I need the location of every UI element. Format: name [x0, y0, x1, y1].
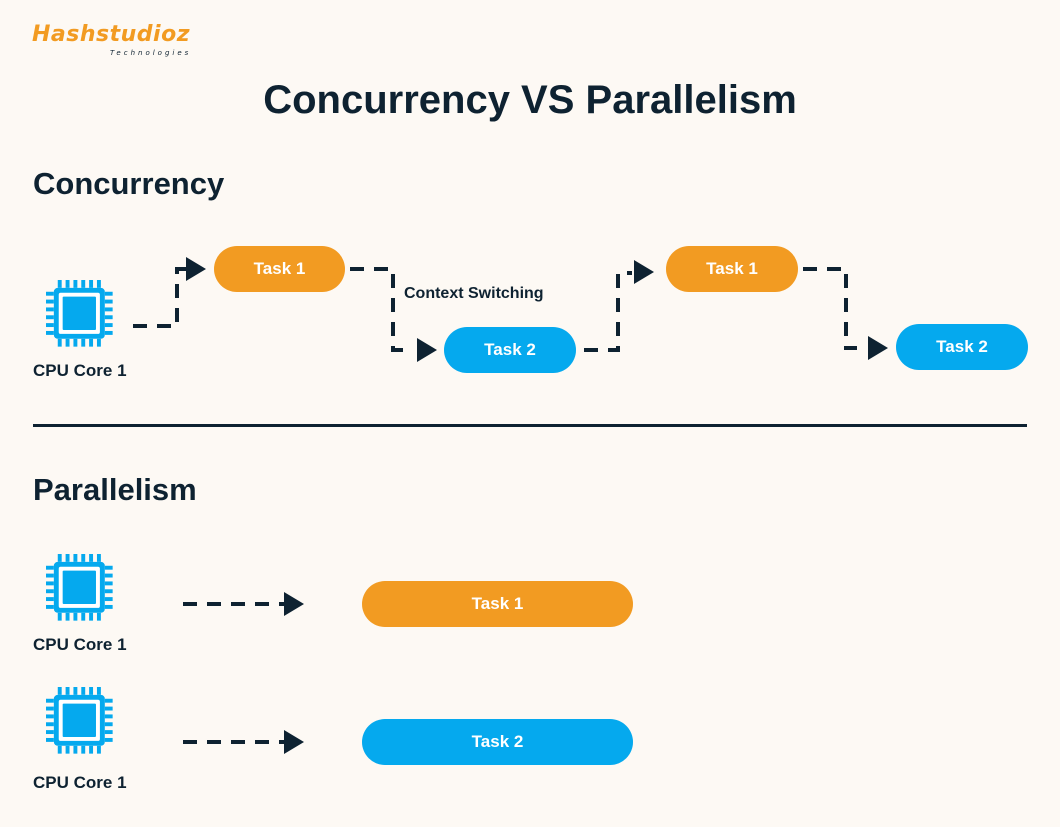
section-divider — [33, 424, 1027, 427]
cpu-core-label: CPU Core 1 — [33, 361, 127, 380]
cpu-core-label: CPU Core 1 — [33, 635, 127, 654]
task-pill-task2: Task 2 — [444, 327, 576, 373]
context-switching-label: Context Switching — [404, 285, 544, 302]
task-pill-task1: Task 1 — [214, 246, 345, 292]
task-bar-task1: Task 1 — [362, 581, 633, 627]
arrowhead-icon — [284, 730, 304, 754]
cpu-core-label: CPU Core 1 — [33, 773, 127, 792]
logo-subtext: Technologies — [110, 49, 192, 57]
task-bar-task2: Task 2 — [362, 719, 633, 765]
dashed-connector — [803, 267, 857, 350]
arrowhead-icon — [186, 257, 206, 281]
cpu-chip-icon — [46, 687, 113, 754]
task-pill-task2: Task 2 — [896, 324, 1028, 370]
arrowhead-icon — [417, 338, 437, 362]
page-title: Concurrency VS Parallelism — [263, 78, 797, 122]
dashed-connector — [133, 267, 186, 328]
parallelism-heading: Parallelism — [33, 472, 197, 507]
task-pill-task1: Task 1 — [666, 246, 798, 292]
arrowhead-icon — [868, 336, 888, 360]
arrowhead-icon — [634, 260, 654, 284]
cpu-chip-icon — [46, 554, 113, 621]
brand-logo: Hashstudioz Technologies — [32, 22, 202, 64]
cpu-chip-icon — [46, 280, 113, 347]
dashed-connector — [584, 271, 632, 352]
dashed-connector — [350, 267, 405, 352]
logo-text: Hashstudioz — [32, 22, 190, 47]
arrowhead-icon — [284, 592, 304, 616]
concurrency-heading: Concurrency — [33, 166, 225, 201]
